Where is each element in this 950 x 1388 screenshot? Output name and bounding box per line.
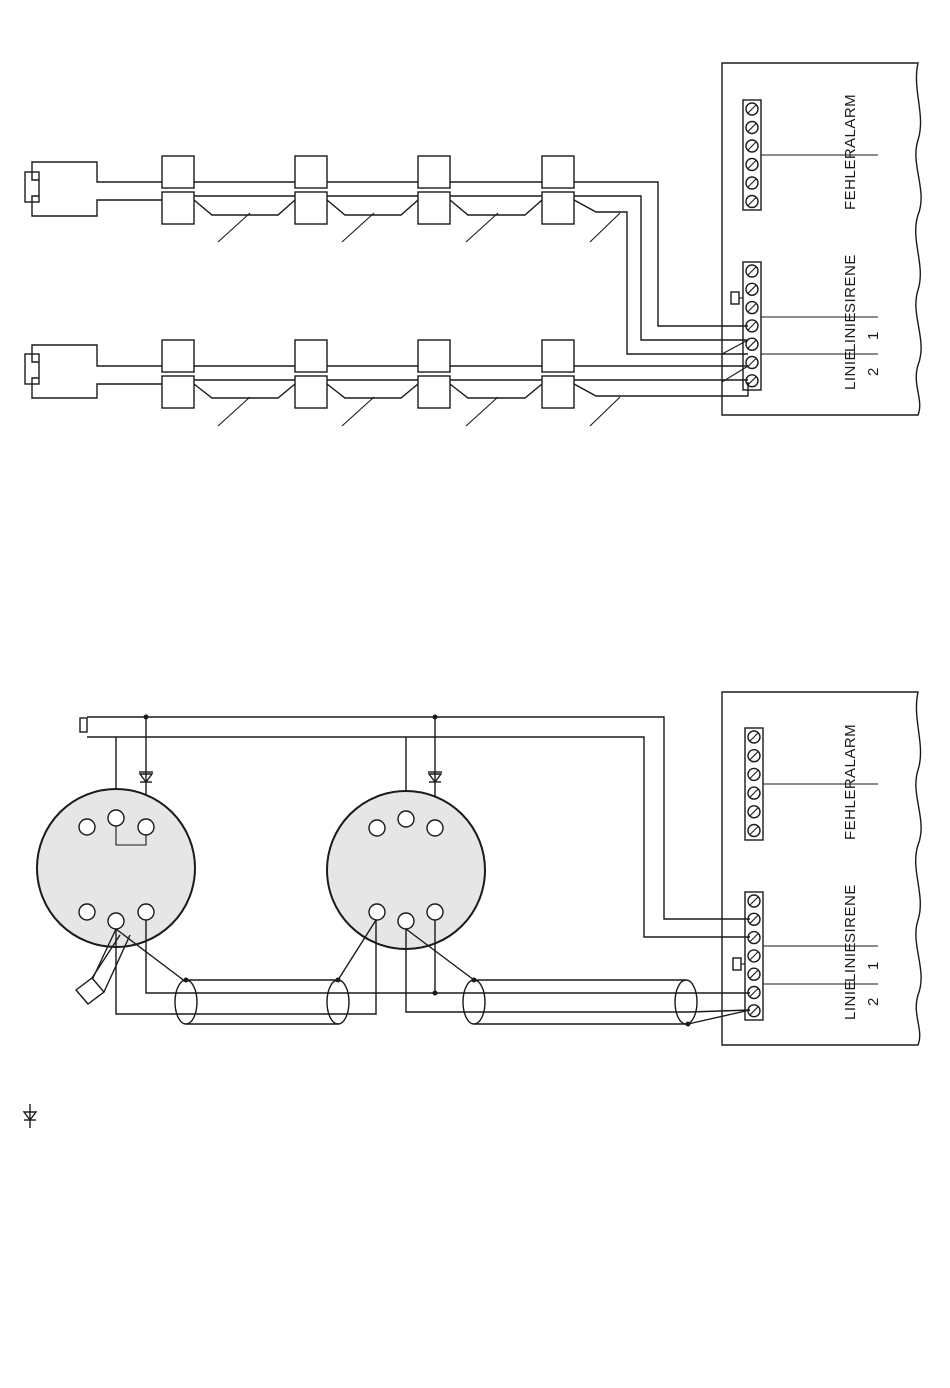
- smoke-detector-2: [327, 791, 485, 949]
- shielded-cable: [175, 978, 349, 1025]
- detector-base: [418, 192, 450, 224]
- terminal-strip-alarm: [745, 728, 763, 840]
- label-linie-2-num: 2: [865, 997, 882, 1006]
- label-linie-2: LINIE: [842, 350, 859, 390]
- legend-diode-icon: [24, 1104, 36, 1128]
- detector-base: [542, 340, 574, 372]
- detector-chain-line-1: [25, 156, 748, 354]
- resistor-icon: [731, 292, 739, 304]
- bottom-diagram: ALARM FEHLER SIRENE LINIE 1 LINIE 2: [37, 692, 921, 1045]
- detector-base: [162, 192, 194, 224]
- detector-base: [162, 340, 194, 372]
- detector-base: [542, 156, 574, 188]
- detector-base: [162, 156, 194, 188]
- detector-base: [295, 156, 327, 188]
- label-linie-1: LINIE: [842, 312, 859, 352]
- detector-base: [295, 340, 327, 372]
- detector-base: [418, 340, 450, 372]
- label-linie-1: LINIE: [842, 942, 859, 982]
- label-alarm: ALARM: [842, 724, 859, 778]
- resistor-icon: [733, 958, 741, 970]
- label-sirene: SIRENE: [842, 254, 859, 313]
- detector-base: [418, 156, 450, 188]
- detector-base: [418, 376, 450, 408]
- terminal-strip-lines: [745, 892, 763, 1020]
- label-linie-2-num: 2: [865, 367, 882, 376]
- detector-base: [542, 192, 574, 224]
- label-linie-1-num: 1: [865, 961, 882, 970]
- detector-base: [542, 376, 574, 408]
- detector-chain-line-2: [25, 340, 748, 426]
- label-alarm: ALARM: [842, 94, 859, 148]
- detector-base: [295, 376, 327, 408]
- label-fehler: FEHLER: [842, 148, 859, 210]
- label-linie-1-num: 1: [865, 331, 882, 340]
- detector-base: [295, 192, 327, 224]
- smoke-detector-1: [37, 789, 195, 947]
- top-diagram: ALARM FEHLER SIRENE LINIE 1 LINIE 2: [25, 63, 921, 426]
- shielded-cable: [463, 978, 697, 1027]
- label-sirene: SIRENE: [842, 884, 859, 943]
- terminal-strip-alarm: [743, 100, 761, 210]
- label-linie-2: LINIE: [842, 980, 859, 1020]
- eol-resistor-icon: [80, 718, 87, 732]
- detector-base: [162, 376, 194, 408]
- label-fehler: FEHLER: [842, 778, 859, 840]
